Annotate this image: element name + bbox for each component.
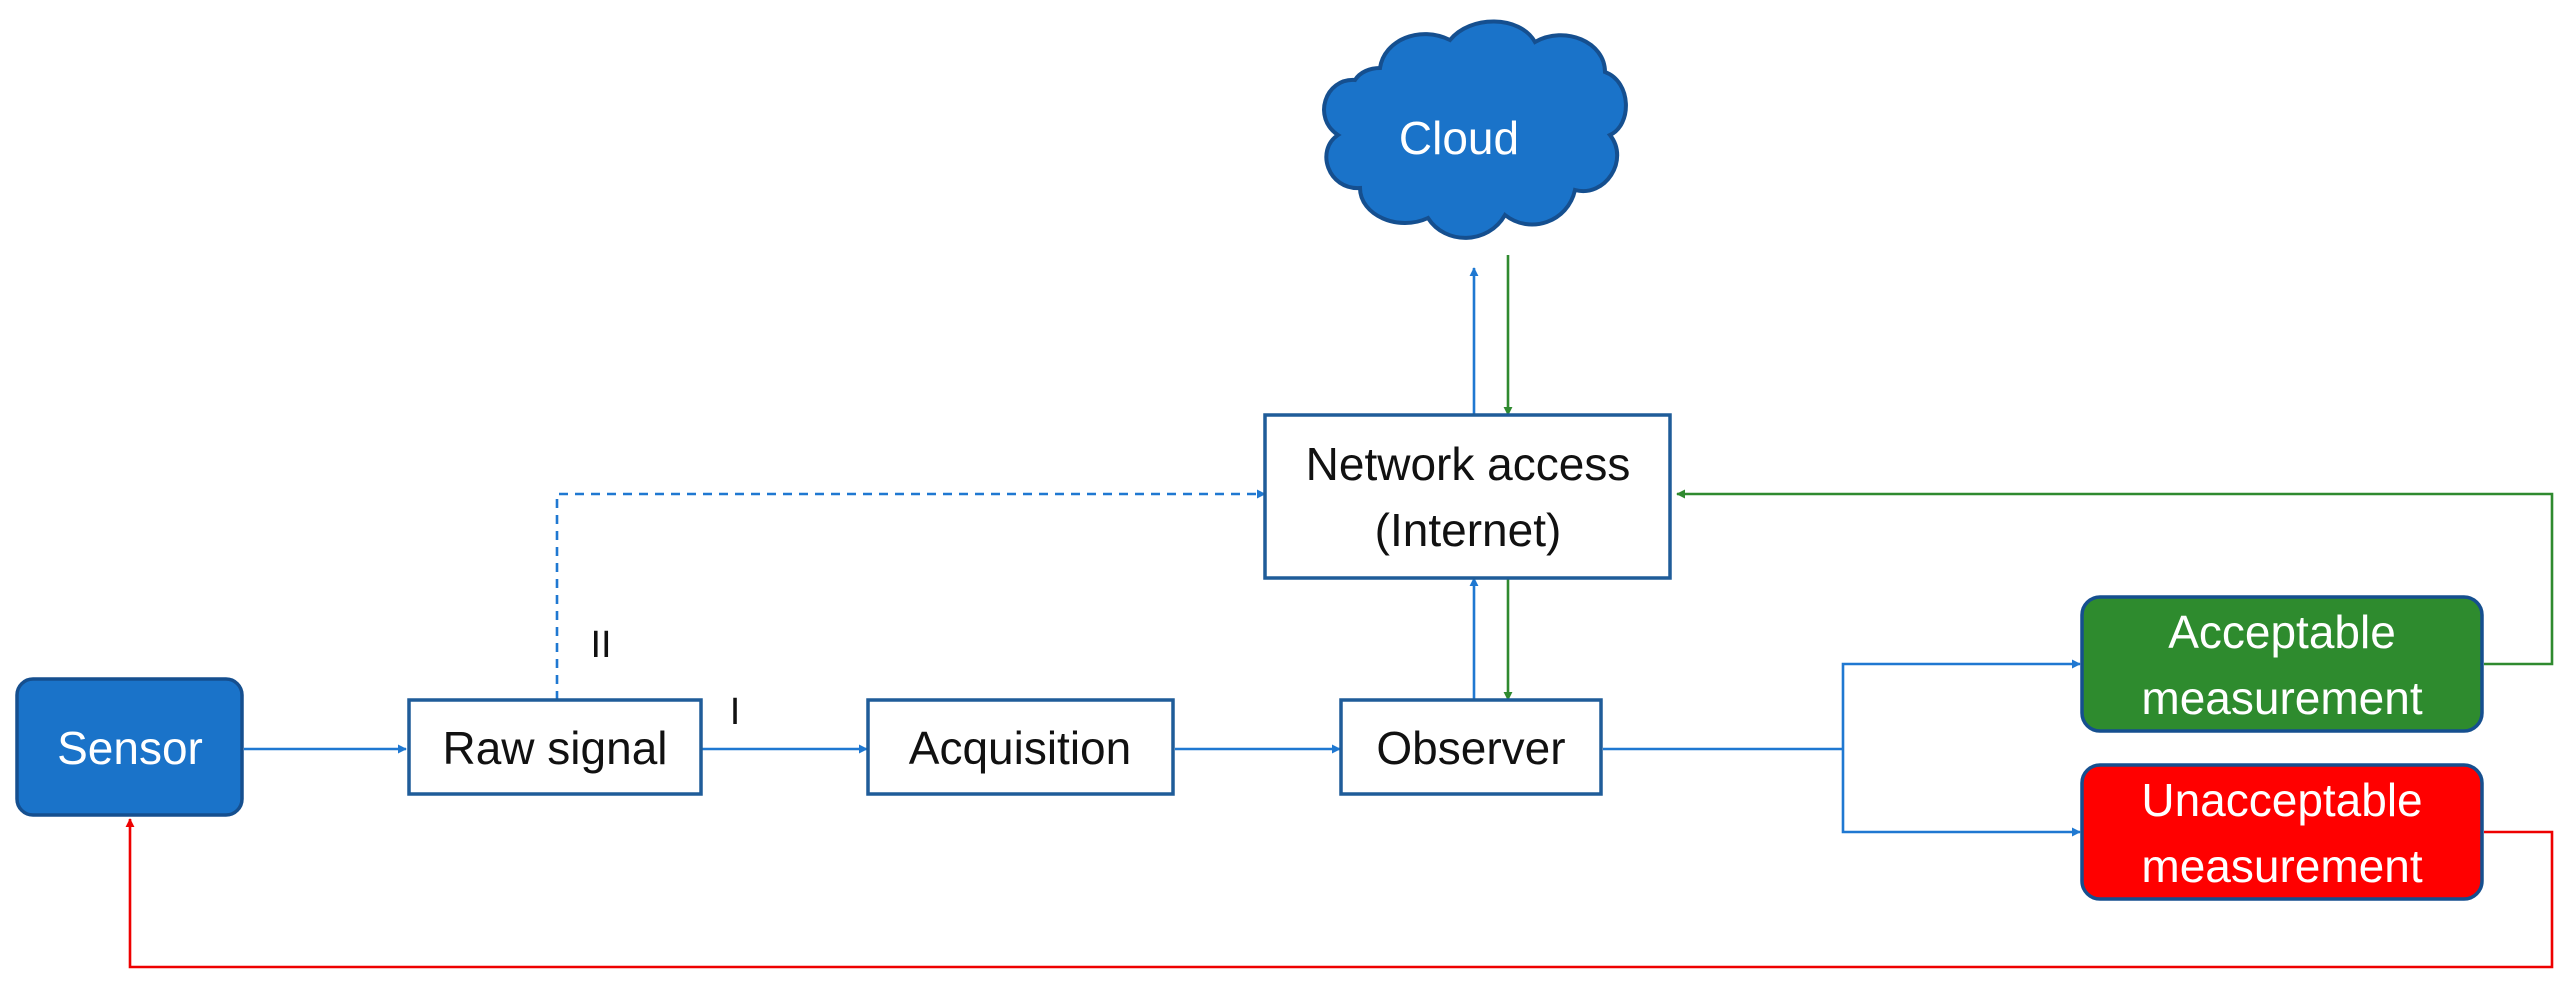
raw-signal-label: Raw signal (443, 722, 668, 774)
network-access-label-line1: Network access (1306, 438, 1631, 490)
node-acceptable-measurement: Acceptable measurement (2080, 595, 2484, 733)
edge-split-to-unacceptable (1841, 749, 2081, 837)
edge-split-to-acceptable (1841, 659, 2081, 749)
unacceptable-label-line1: Unacceptable (2141, 774, 2422, 826)
observer-label: Observer (1376, 722, 1565, 774)
acceptable-box (2080, 595, 2484, 733)
edge-raw-signal-to-network-dashed (555, 489, 1266, 700)
node-acquisition: Acquisition (866, 698, 1175, 796)
sensor-label: Sensor (57, 722, 203, 774)
acceptable-label-line2: measurement (2141, 672, 2422, 724)
sensor-box (15, 677, 244, 817)
cloud-label: Cloud (1399, 112, 1519, 164)
acceptable-label-line1: Acceptable (2168, 606, 2396, 658)
edge-unacceptable-to-sensor (125, 818, 2554, 969)
cloud-icon (1322, 19, 1628, 240)
unacceptable-label-line2: measurement (2141, 840, 2422, 892)
network-access-box (1263, 413, 1672, 580)
node-unacceptable-measurement: Unacceptable measurement (2080, 763, 2484, 901)
node-raw-signal: Raw signal (407, 698, 703, 796)
edges (125, 255, 2554, 969)
raw-signal-box (407, 698, 703, 796)
node-observer: Observer (1339, 698, 1603, 796)
edge-label-path-two: II (590, 624, 611, 666)
edge-label-path-one: I (730, 691, 741, 733)
network-access-label-line2: (Internet) (1375, 504, 1562, 556)
node-cloud: Cloud (1322, 19, 1628, 240)
unacceptable-box (2080, 763, 2484, 901)
observer-box (1339, 698, 1603, 796)
acquisition-label: Acquisition (909, 722, 1131, 774)
node-sensor: Sensor (15, 677, 244, 817)
node-network-access: Network access (Internet) (1263, 413, 1672, 580)
acquisition-box (866, 698, 1175, 796)
edge-acceptable-to-network (1676, 489, 2554, 666)
